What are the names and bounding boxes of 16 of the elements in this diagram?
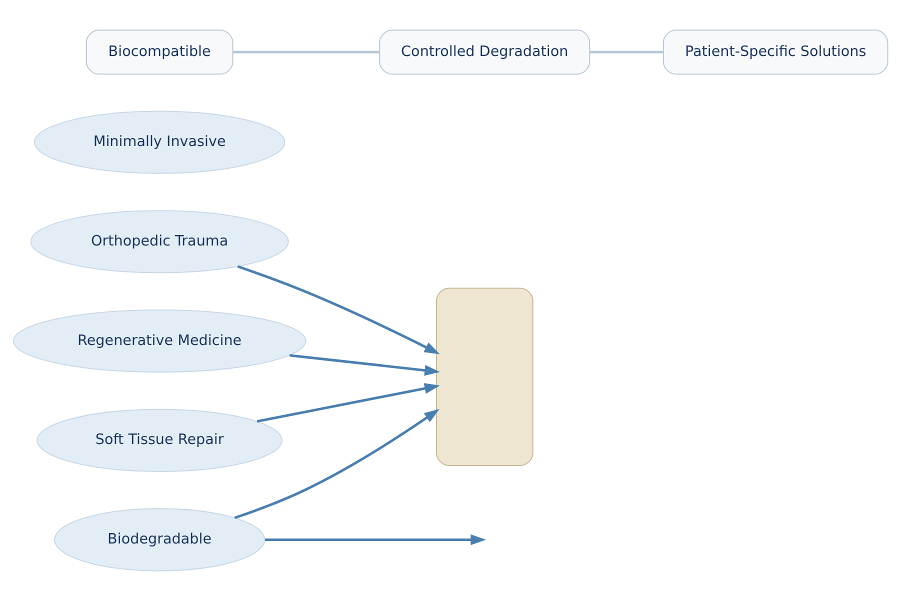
node-box: Controlled Degradation <box>378 29 590 74</box>
node-ellipse: Soft Tissue Repair <box>36 408 282 472</box>
arrow <box>234 408 440 519</box>
arrow <box>264 534 486 545</box>
arrow <box>236 264 440 354</box>
node-ellipse: Minimally Invasive <box>33 110 285 174</box>
arrow <box>256 382 440 422</box>
node-box: Patient-Specific Solutions <box>662 29 888 74</box>
arrow <box>289 354 440 376</box>
node-box: Biocompatible <box>85 29 233 74</box>
connector <box>232 50 379 53</box>
node-ellipse: Regenerative Medicine <box>12 308 306 372</box>
node-ellipse: Orthopedic Trauma <box>30 210 288 273</box>
connector <box>589 50 663 53</box>
node-ellipse: Biodegradable <box>54 508 265 571</box>
node-box <box>435 287 533 466</box>
